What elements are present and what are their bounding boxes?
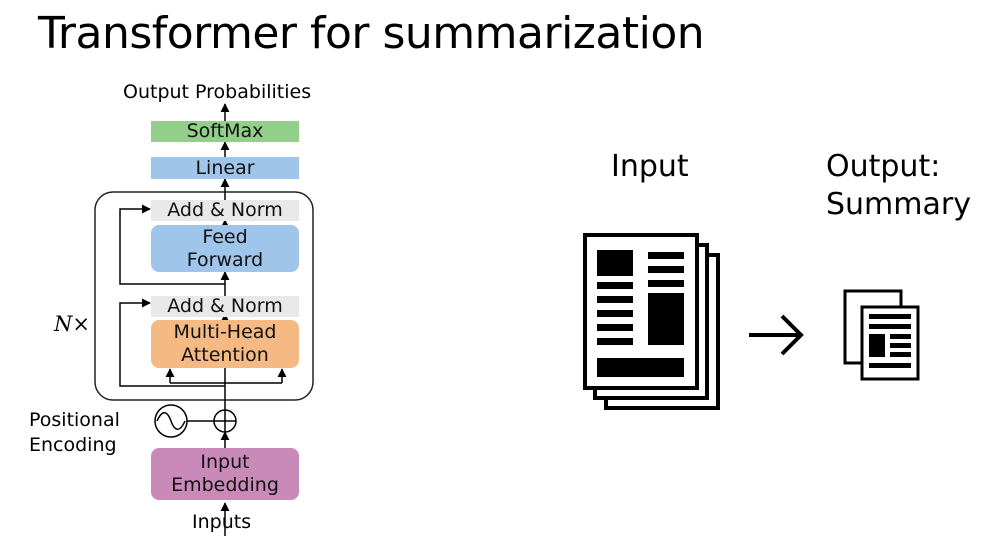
small-document-stack-icon bbox=[843, 289, 920, 381]
times-symbol: × bbox=[72, 312, 90, 336]
page-title: Transformer for summarization bbox=[38, 8, 705, 59]
inputs-label: Inputs bbox=[192, 511, 252, 533]
add-norm-label: Add & Norm bbox=[167, 199, 283, 221]
input-embedding-block: Input Embedding bbox=[151, 448, 299, 500]
arrow-right-icon bbox=[749, 314, 804, 356]
sine-wave-icon bbox=[154, 404, 188, 438]
linear-block: Linear bbox=[151, 157, 299, 179]
input-label: Input bbox=[611, 149, 689, 184]
embedding-label-line1: Input bbox=[200, 451, 250, 473]
document-stack-icon bbox=[583, 233, 720, 410]
positional-encoding-label-line1: Positional bbox=[29, 409, 120, 431]
softmax-block: SoftMax bbox=[151, 120, 299, 142]
feed-forward-label-line1: Feed bbox=[202, 225, 248, 248]
output-label-line1: Output: bbox=[826, 149, 941, 184]
embedding-label-line2: Embedding bbox=[171, 474, 279, 496]
mha-label-line2: Attention bbox=[181, 344, 269, 366]
feed-forward-block: Feed Forward bbox=[151, 225, 299, 272]
positional-encoding-label-line2: Encoding bbox=[29, 434, 117, 456]
n-times-label: N× bbox=[54, 312, 90, 336]
add-norm-block-top: Add & Norm bbox=[151, 199, 299, 221]
feed-forward-label-line2: Forward bbox=[186, 248, 264, 271]
output-probabilities-label: Output Probabilities bbox=[123, 81, 312, 103]
softmax-label: SoftMax bbox=[186, 120, 264, 142]
multi-head-attention-block: Multi-Head Attention bbox=[151, 320, 299, 368]
add-norm-label: Add & Norm bbox=[167, 295, 283, 317]
add-norm-block-bottom: Add & Norm bbox=[151, 295, 299, 317]
mha-label-line1: Multi-Head bbox=[173, 321, 277, 343]
circled-plus-icon bbox=[213, 409, 237, 433]
linear-label: Linear bbox=[195, 156, 255, 179]
output-label-line2: Summary bbox=[826, 187, 971, 222]
n-symbol: N bbox=[54, 312, 73, 336]
encoder-block-frame bbox=[94, 191, 314, 401]
